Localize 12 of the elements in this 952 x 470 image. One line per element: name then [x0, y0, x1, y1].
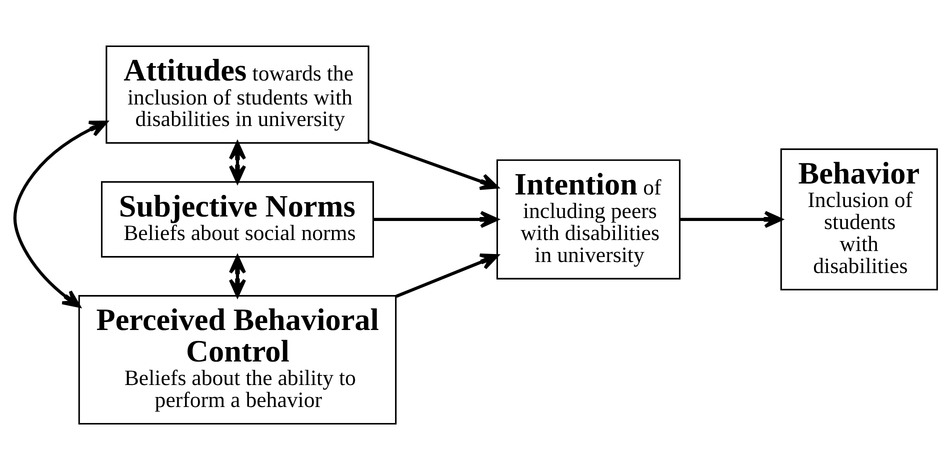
arrow	[228, 255, 246, 298]
arrow	[228, 141, 246, 184]
arrow	[396, 253, 499, 298]
node-box: Subjective Norms Beliefs about social norms	[100, 181, 374, 258]
arrow	[680, 210, 782, 228]
node-box: Behavior Inclusion of students with disabilities	[780, 148, 938, 290]
node-box: Perceived Behavioral Control Beliefs about the ability to perform a behavior	[78, 295, 397, 425]
arrow	[13, 120, 108, 308]
arrow	[368, 140, 498, 190]
node-box: Attitudes towards the inclusion of students with disabilities in university	[106, 45, 370, 144]
arrow	[374, 210, 498, 228]
node-box: Intention of including peers with disabilities in university	[496, 159, 681, 280]
